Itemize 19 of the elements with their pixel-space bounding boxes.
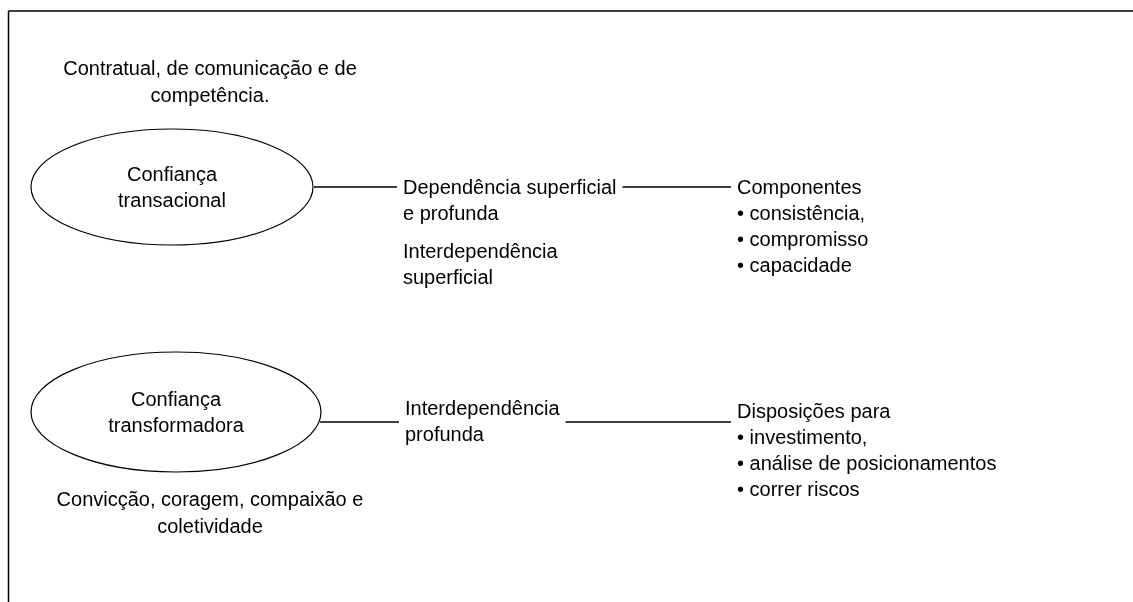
list-item: • investimento, (737, 425, 869, 450)
list-item: • capacidade (737, 253, 853, 278)
annotation-text: Contratual, de comunicação e de competência. (62, 56, 358, 108)
note-text: Interdependência superficial (403, 239, 559, 290)
ellipse-label: Confiança transacional (117, 162, 227, 213)
connector-line (621, 186, 732, 188)
node-text: Interdependência profunda (405, 396, 561, 447)
node-text: Dependência superficial e profunda (403, 175, 618, 226)
node-text: Componentes (737, 175, 863, 200)
node-text: Disposições para (737, 399, 892, 424)
ellipse-label: Confiança transformadora (107, 387, 245, 438)
annotation-text: Convicção, coragem, compaixão e coletividade (55, 487, 365, 539)
connector-line (564, 421, 732, 423)
list-item: • compromisso (737, 227, 870, 252)
list-item: • consistência, (737, 201, 867, 226)
connector-line (313, 186, 398, 188)
list-item: • correr riscos (737, 477, 861, 502)
list-item: • análise de posicionamentos (737, 451, 998, 476)
connector-line (319, 421, 400, 423)
